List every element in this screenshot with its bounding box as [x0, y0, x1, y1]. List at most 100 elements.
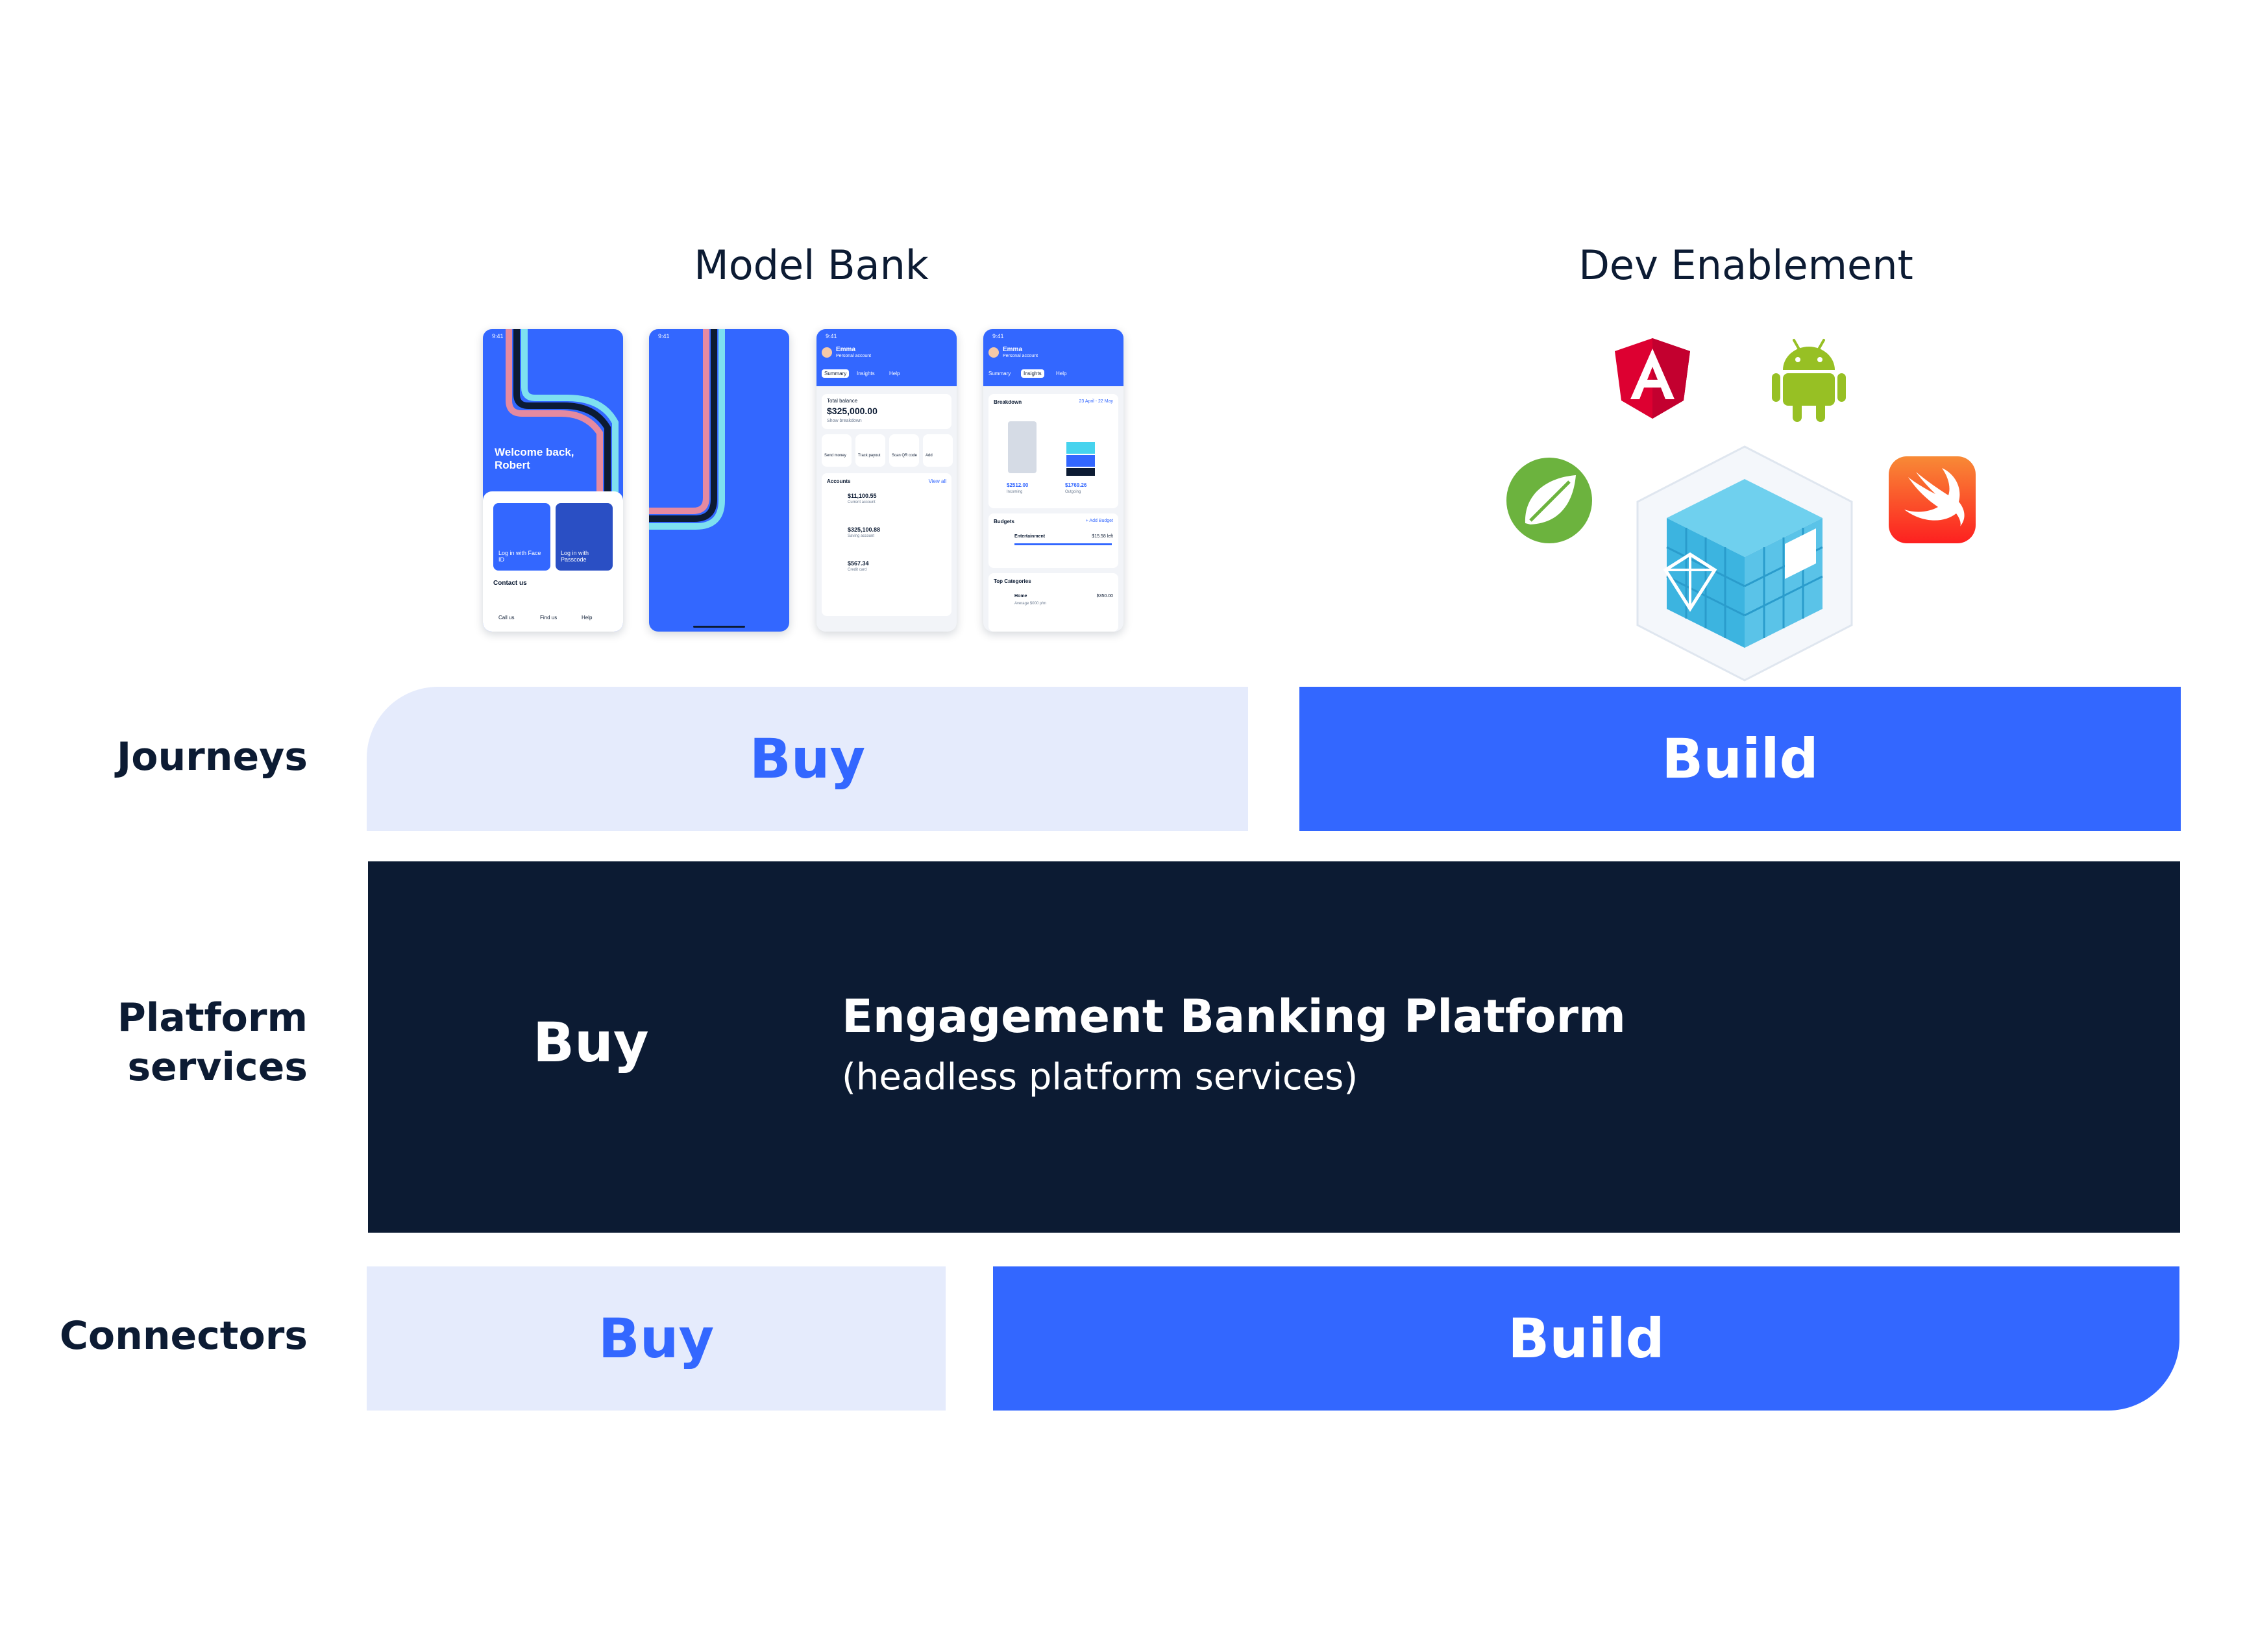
action-label: Track payout	[858, 454, 881, 458]
action-label: Add	[926, 454, 933, 458]
budgets-heading: Budgets	[994, 519, 1014, 524]
insights-header: 9:41 Emma Personal account Summary Insig…	[983, 329, 1123, 386]
accounts-heading: Accounts	[827, 478, 851, 484]
phone-login-screen: 9:41 Welcome back, Robert Log in with Fa…	[483, 329, 623, 632]
quick-action-send[interactable]: Send money	[822, 434, 852, 467]
connectors-buy-block: Buy	[367, 1266, 946, 1411]
categories-card: Top Categories Home $350.00 Average $000…	[988, 573, 1118, 632]
connectors-build-label: Build	[1508, 1307, 1665, 1370]
platform-services-block: Buy Engagement Banking Platform (headles…	[368, 861, 2180, 1233]
date-range[interactable]: 23 April - 22 May	[1079, 399, 1113, 404]
category-value: $350.00	[1096, 594, 1113, 598]
accounts-card: Accounts View all $11,100.55 Current acc…	[822, 473, 951, 616]
avatar[interactable]	[822, 347, 832, 358]
status-time: 9:41	[492, 333, 504, 339]
journeys-build-block: Build	[1299, 687, 2181, 831]
add-budget-link[interactable]: + Add Budget	[1085, 519, 1113, 523]
dev-enablement-title: Dev Enablement	[1578, 241, 1913, 289]
face-id-label: Log in with Face ID	[498, 550, 541, 563]
account-type: Personal account	[836, 354, 872, 358]
outgoing-label: Outgoing	[1065, 490, 1081, 494]
account-name: Current account	[848, 500, 876, 504]
status-time: 9:41	[658, 333, 670, 339]
row-label-platform-services: Platform services	[117, 995, 308, 1090]
avatar[interactable]	[988, 347, 999, 358]
budget-progress	[1014, 543, 1112, 545]
quick-action-add[interactable]: Add	[923, 434, 953, 467]
connectors-build-block: Build	[993, 1266, 2179, 1411]
angular-icon	[1615, 338, 1690, 419]
breakdown-heading: Breakdown	[994, 399, 1022, 405]
view-all-link[interactable]: View all	[928, 478, 946, 484]
face-id-button[interactable]: Log in with Face ID	[493, 503, 550, 571]
phone-splash-screen: 9:41	[649, 329, 789, 632]
journeys-buy-label: Buy	[749, 727, 866, 791]
platform-subtitle: (headless platform services)	[842, 1056, 1358, 1098]
tab-insights[interactable]: Insights	[1021, 369, 1044, 378]
contact-heading: Contact us	[493, 580, 527, 587]
journeys-build-label: Build	[1662, 727, 1819, 791]
swift-icon	[1889, 456, 1976, 543]
outgoing-bar-low	[1066, 468, 1095, 476]
tab-help[interactable]: Help	[889, 371, 900, 376]
status-time: 9:41	[826, 333, 837, 339]
balance-card: Total balance $325,000.00 Show breakdown	[822, 394, 951, 429]
outgoing-bar-mid	[1066, 455, 1095, 467]
row-label-journeys: Journeys	[116, 734, 308, 780]
tab-summary[interactable]: Summary	[988, 371, 1011, 376]
account-amount: $325,100.88	[848, 526, 881, 533]
connectors-buy-label: Buy	[598, 1307, 715, 1370]
status-time: 9:41	[992, 333, 1004, 339]
model-bank-title: Model Bank	[694, 241, 929, 289]
passcode-button[interactable]: Log in with Passcode	[556, 503, 613, 571]
action-label: Scan QR code	[892, 454, 918, 458]
budget-name: Entertainment	[1014, 534, 1046, 539]
account-amount: $567.34	[848, 560, 869, 567]
android-icon	[1772, 339, 1846, 422]
incoming-bar	[1008, 421, 1037, 473]
journeys-buy-block: Buy	[367, 687, 1248, 831]
user-name: Emma	[836, 346, 856, 353]
budgets-card: Budgets + Add Budget Entertainment $15.5…	[988, 513, 1118, 568]
budget-value: $15.58 left	[1092, 534, 1113, 539]
phone-insights-screen: 9:41 Emma Personal account Summary Insig…	[983, 329, 1123, 632]
breakdown-card: Breakdown 23 April - 22 May $2512.00 Inc…	[988, 394, 1118, 508]
outgoing-bar-top	[1066, 442, 1095, 454]
quick-action-track[interactable]: Track payout	[855, 434, 885, 467]
passcode-label: Log in with Passcode	[561, 550, 589, 563]
brand-stripes	[506, 329, 619, 524]
action-label: Send money	[824, 454, 846, 458]
balance-note[interactable]: Show breakdown	[827, 419, 862, 423]
account-amount: $11,100.55	[848, 493, 877, 499]
incoming-label: Incoming	[1007, 490, 1023, 494]
balance-value: $325,000.00	[827, 406, 877, 416]
welcome-text: Welcome back, Robert	[495, 446, 574, 471]
category-name: Home	[1014, 594, 1027, 598]
account-type: Personal account	[1003, 354, 1038, 358]
find-us-link[interactable]: Find us	[540, 615, 558, 621]
user-name: Emma	[1003, 346, 1023, 353]
incoming-value: $2512.00	[1007, 482, 1029, 488]
platform-buy-label: Buy	[533, 1011, 649, 1074]
phone-summary-screen: 9:41 Emma Personal account Summary Insig…	[816, 329, 957, 632]
help-link[interactable]: Help	[582, 615, 593, 621]
balance-label: Total balance	[827, 398, 858, 404]
account-name: Credit card	[848, 568, 867, 572]
summary-header: 9:41 Emma Personal account Summary Insig…	[816, 329, 957, 386]
tab-summary[interactable]: Summary	[822, 369, 850, 378]
categories-heading: Top Categories	[994, 578, 1031, 584]
quick-action-scan[interactable]: Scan QR code	[889, 434, 919, 467]
brand-stripes	[649, 329, 725, 530]
call-us-link[interactable]: Call us	[498, 615, 515, 621]
tab-insights[interactable]: Insights	[857, 371, 875, 376]
category-note: Average $000 p/m	[1014, 602, 1046, 606]
outgoing-value: $1769.26	[1065, 482, 1087, 488]
account-name: Saving account	[848, 534, 875, 538]
backbase-cube-icon	[1636, 445, 1853, 682]
row-label-connectors: Connectors	[59, 1313, 308, 1359]
home-indicator	[693, 626, 745, 628]
spring-icon	[1506, 458, 1592, 543]
login-panel: Log in with Face ID Log in with Passcode…	[483, 491, 623, 632]
platform-title: Engagement Banking Platform	[842, 990, 1626, 1043]
tab-help[interactable]: Help	[1056, 371, 1067, 376]
